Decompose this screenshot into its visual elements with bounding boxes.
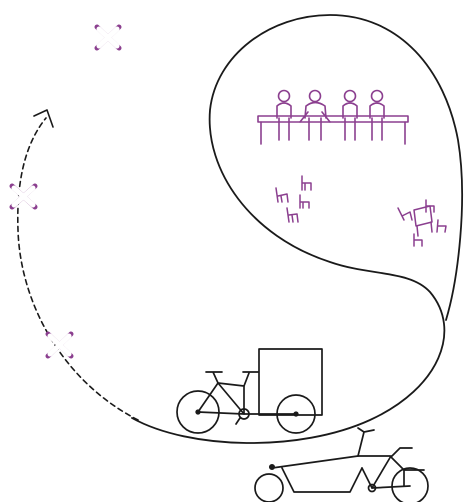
- x-marker-icon: [97, 27, 119, 48]
- chairs-cluster-icon: [276, 176, 311, 222]
- x-marker-icon: [12, 186, 35, 207]
- people-at-table-icon: [258, 91, 408, 145]
- dashed-arrow-icon: [18, 110, 138, 420]
- table-and-chairs-icon: [398, 200, 446, 246]
- blob-zone-outline: [132, 15, 462, 443]
- cargo-bike-with-box-icon: [177, 349, 322, 433]
- bakfiets-cargo-bike-icon: [255, 428, 428, 502]
